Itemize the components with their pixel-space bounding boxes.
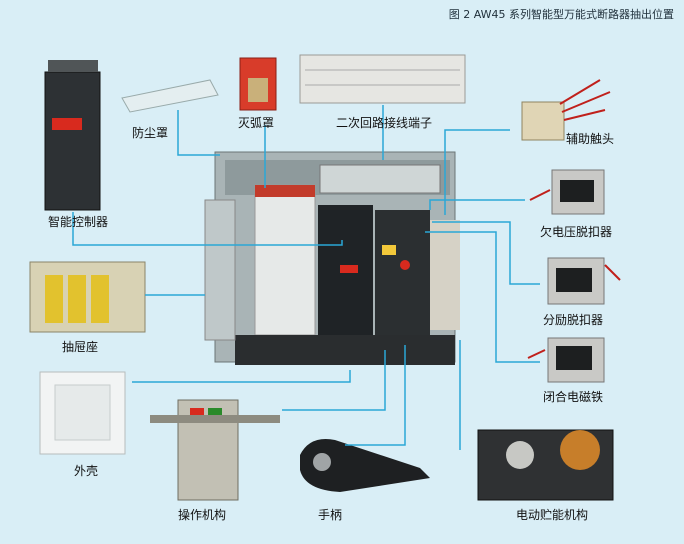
housing-part xyxy=(40,372,125,454)
aux-contact-part xyxy=(522,80,610,140)
label-secondary-terminal: 二次回路接线端子 xyxy=(336,116,432,130)
terminal-strip-part xyxy=(300,55,465,103)
arc-chute-part xyxy=(240,58,276,110)
operating-mech-part xyxy=(150,400,280,500)
label-motor-mech: 电动贮能机构 xyxy=(516,508,588,522)
label-shunt-release: 分励脱扣器 xyxy=(543,313,603,327)
label-undervoltage: 欠电压脱扣器 xyxy=(540,225,612,239)
label-closing-magnet: 闭合电磁铁 xyxy=(543,390,603,404)
undervoltage-part xyxy=(530,170,604,214)
label-housing: 外壳 xyxy=(74,464,98,478)
label-dust-cover: 防尘罩 xyxy=(132,126,168,140)
motor-mech-part xyxy=(478,430,613,500)
label-handle: 手柄 xyxy=(318,508,342,522)
figure-title: 图 2 AW45 系列智能型万能式断路器抽出位置 xyxy=(449,6,674,22)
label-arc-chute: 灭弧罩 xyxy=(238,116,274,130)
label-drawer-base: 抽屉座 xyxy=(62,340,98,354)
breaker-assembly xyxy=(205,152,460,365)
handle-part xyxy=(300,439,430,492)
drawer-base-part xyxy=(30,262,145,332)
shunt-release-part xyxy=(548,258,620,304)
label-operating-mech: 操作机构 xyxy=(178,508,226,522)
controller-part xyxy=(45,60,100,210)
closing-magnet-part xyxy=(528,338,604,382)
label-controller: 智能控制器 xyxy=(48,215,108,229)
dust-cover-part xyxy=(122,80,218,112)
label-aux-contact: 辅助触头 xyxy=(566,132,614,146)
